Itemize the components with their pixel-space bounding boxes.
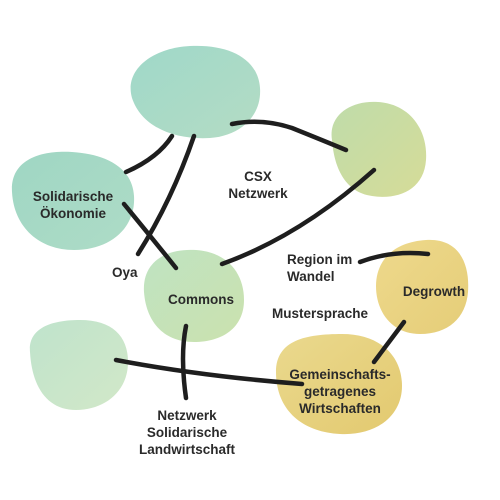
label-line: Ökonomie [39,206,107,221]
node-commons [143,249,244,342]
edge-solidarische-to-commons [121,201,179,271]
edge-region-to-degrowth [357,250,431,265]
edge-left-bottom-to-gemeinschaft [113,357,305,387]
edge-degrowth-to-gemeinschaft [371,319,407,365]
label-line: Netzwerk [157,408,217,423]
label-solidarische-oekonomie: Solidarische Ökonomie [33,188,113,222]
edge-commons-to-netzwerk [180,323,189,401]
label-line: Solidarische [32,189,114,204]
label-gemeinschaftsgetragenes-wirtschaften: Gemeinschafts- getragenes Wirtschaften [289,366,390,417]
node-left-bottom-blob [29,320,128,410]
node-right-blob [331,101,427,197]
node-degrowth [376,239,469,334]
edge-top-to-right [229,119,349,153]
label-netzwerk-solidarische-landwirtschaft: Netzwerk Solidarische Landwirtschaft [139,407,235,458]
label-degrowth: Degrowth [402,284,466,299]
edges [113,119,431,401]
edge-right-to-commons [219,167,377,267]
label-line: Wirtschaften [299,401,381,416]
label-line: Netzwerk [228,186,288,201]
label-line: Region im [287,252,353,267]
node-gemeinschaftsgetragenes-wirtschaften [276,334,402,435]
label-mustersprache: Mustersprache [272,306,369,321]
label-line: Gemeinschafts- [289,367,391,382]
edge-top-to-oya [135,133,197,257]
label-line: Landwirtschaft [138,442,236,457]
label-line: Solidarische [146,425,228,440]
label-line: Wandel [287,269,335,284]
label-line: getragenes [303,384,377,399]
label-commons: Commons [167,292,235,307]
label-line: CSX [244,169,272,184]
node-top-blob [130,45,261,139]
edge-top-to-solidarische [123,133,175,175]
label-oya: Oya [112,265,138,280]
label-region-im-wandel: Region im Wandel [287,251,352,285]
label-csx-netzwerk: CSX Netzwerk [228,168,287,202]
node-solidarische-oekonomie [11,151,135,250]
